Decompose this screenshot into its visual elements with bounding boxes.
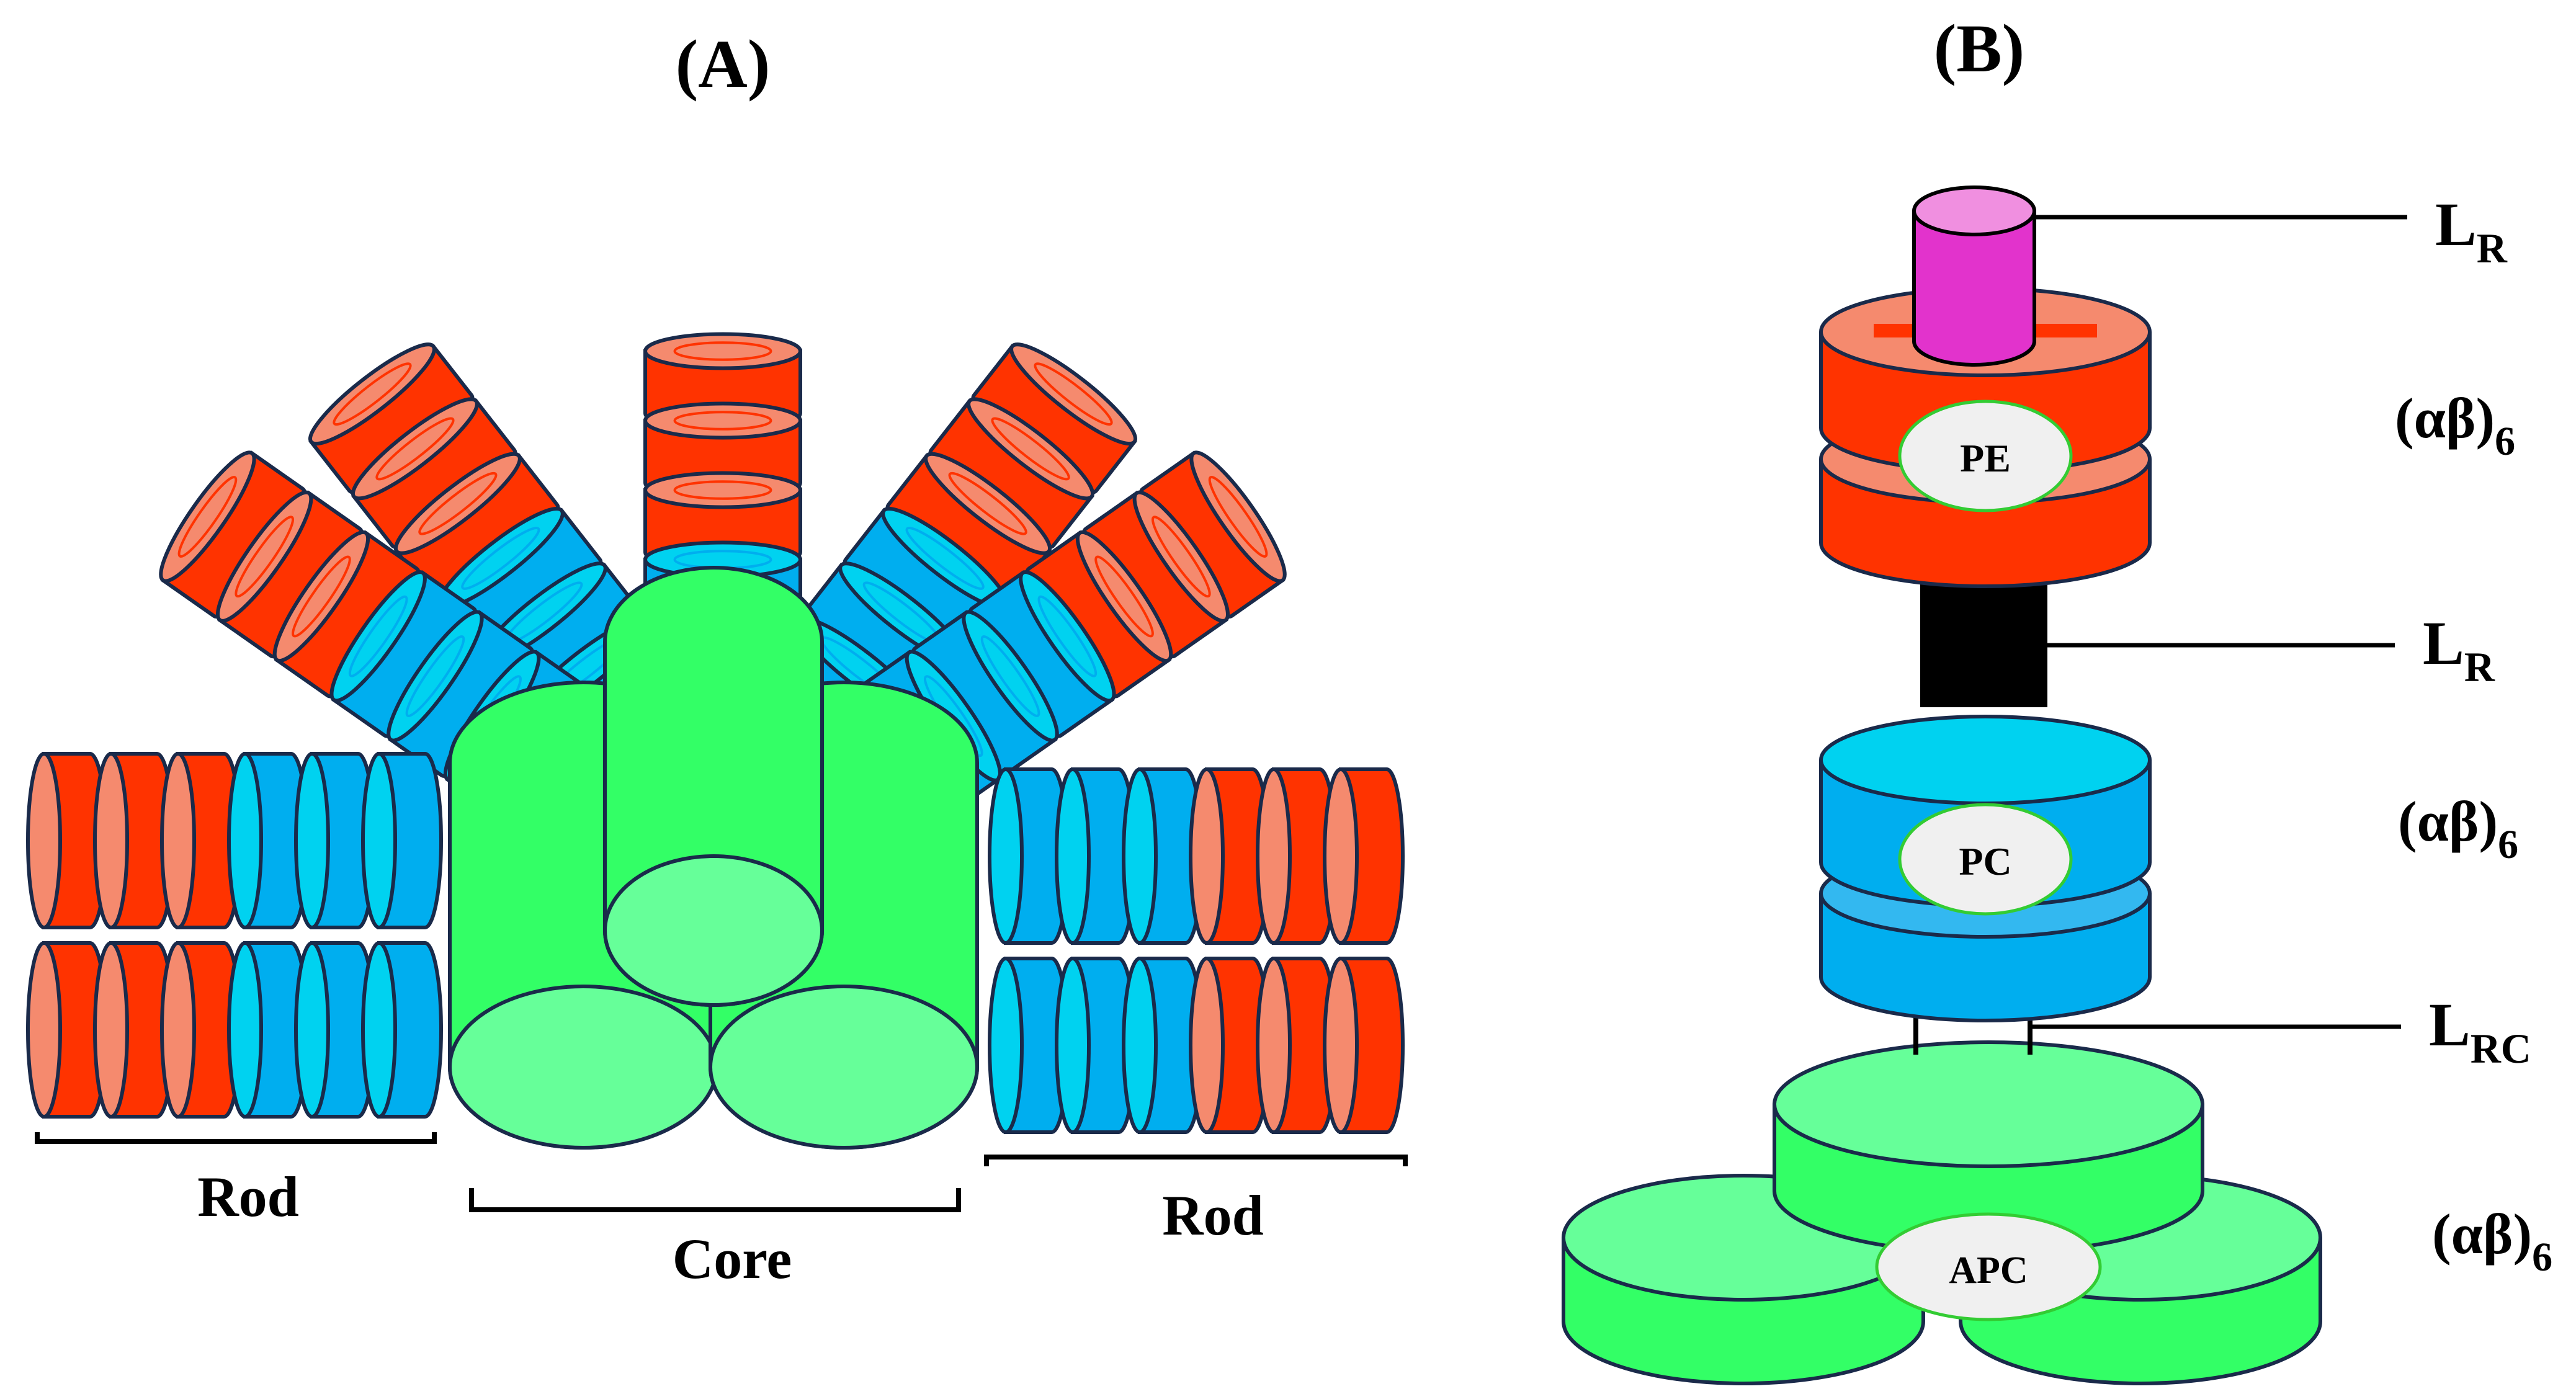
left-rod-1-disc-3 xyxy=(227,941,309,1119)
pe-label: PE xyxy=(1960,436,2011,480)
right-rod-1-disc-4 xyxy=(1256,957,1338,1134)
rod-right-label: Rod xyxy=(1162,1184,1264,1247)
pc-hexamers: PC xyxy=(1819,715,2152,1022)
left-rod-0-disc-2 xyxy=(160,752,242,929)
right-rod-0-disc-1 xyxy=(1055,767,1137,945)
left-rod-1-disc-2 xyxy=(160,941,242,1119)
ab6-pc-label: (αβ)6 xyxy=(2398,790,2518,867)
core-label: Core xyxy=(673,1227,792,1290)
rod-left-label: Rod xyxy=(197,1165,299,1228)
left-rod-0-disc-5 xyxy=(361,752,443,929)
pc-oval xyxy=(1898,803,2073,916)
right-rod-0-disc-5 xyxy=(1323,767,1405,945)
horizontal-rods xyxy=(26,752,1405,1134)
rod-right-bracket xyxy=(984,1155,1408,1166)
apc-label: APC xyxy=(1949,1249,2028,1292)
right-rod-1-disc-3 xyxy=(1189,957,1271,1134)
right-rod-0-disc-3 xyxy=(1189,767,1271,945)
lr-mid-label: LR xyxy=(2423,609,2495,690)
lr-linker-pink xyxy=(1912,185,2036,367)
right-rod-1-disc-2 xyxy=(1122,957,1204,1134)
ab6-apc-label: (αβ)6 xyxy=(2432,1202,2552,1280)
left-rod-0-disc-0 xyxy=(26,752,108,929)
core-cylinder-top xyxy=(603,566,824,1007)
right-rod-0-disc-2 xyxy=(1122,767,1204,945)
pc-label: PC xyxy=(1959,839,2011,883)
apc-trimer: APC xyxy=(1562,1040,2322,1385)
right-rod-0-disc-0 xyxy=(988,767,1070,945)
pe-oval xyxy=(1898,400,2073,512)
right-rod-1-disc-0 xyxy=(988,957,1070,1134)
apc-oval xyxy=(1875,1212,2102,1321)
lr-top-label: LR xyxy=(2435,190,2508,272)
panel-b-label: (B) xyxy=(1934,11,2025,86)
lrc-label: LRC xyxy=(2429,990,2531,1072)
core xyxy=(448,566,979,1150)
left-rod-1-disc-5 xyxy=(361,941,443,1119)
rod-left-bracket xyxy=(35,1132,437,1144)
panel-a: (A) Rod Core Rod xyxy=(26,26,1408,1290)
right-rod-1-disc-5 xyxy=(1323,957,1405,1134)
panel-a-label: (A) xyxy=(676,26,771,102)
ab6-pe-label: (αβ)6 xyxy=(2395,386,2515,464)
core-bracket xyxy=(469,1188,961,1212)
left-rod-1-disc-0 xyxy=(26,941,108,1119)
panel-b: (B) APC PC xyxy=(1562,11,2552,1385)
diagonal-rod-3-disc-4 xyxy=(216,490,364,659)
lr-linker-black xyxy=(1920,577,2047,707)
left-rod-0-disc-1 xyxy=(93,752,175,929)
right-rod-0-disc-4 xyxy=(1256,767,1338,945)
left-rod-1-disc-4 xyxy=(294,941,376,1119)
diagonal-rod-4-disc-4 xyxy=(1081,490,1230,659)
